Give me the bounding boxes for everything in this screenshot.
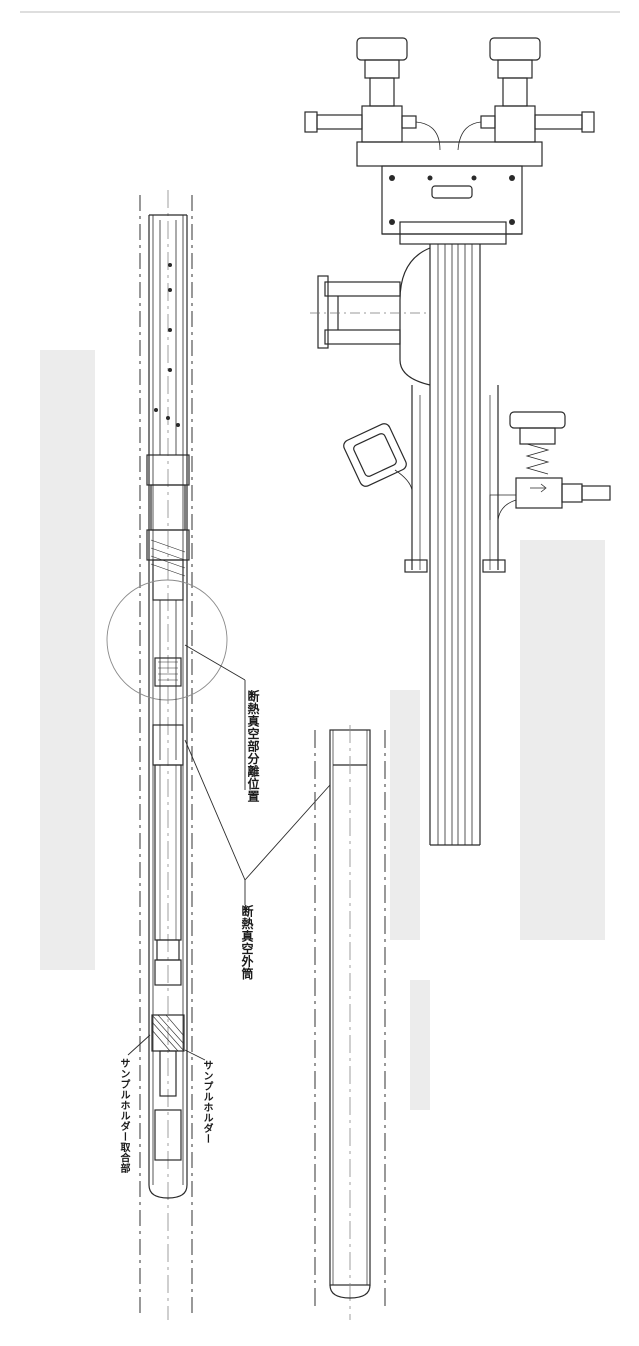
label-sample-holder-joint: サンプルホルダー取合部 (118, 1058, 129, 1174)
outer-tube (314, 725, 386, 1320)
tube-assembly-left (106, 190, 228, 1320)
label-insulation-vacuum-outer-tube: 断熱真空外筒 (240, 905, 254, 980)
leader-lines (127, 644, 331, 1061)
separation-circle (106, 579, 228, 701)
label-sample-holder: サンプルホルダー (201, 1060, 212, 1144)
ghost-text-blocks (40, 350, 605, 1110)
probe-head (304, 37, 611, 846)
label-insulation-vacuum-separation: 断熱真空部分離位置 (246, 690, 260, 803)
rod-holes (154, 263, 180, 427)
